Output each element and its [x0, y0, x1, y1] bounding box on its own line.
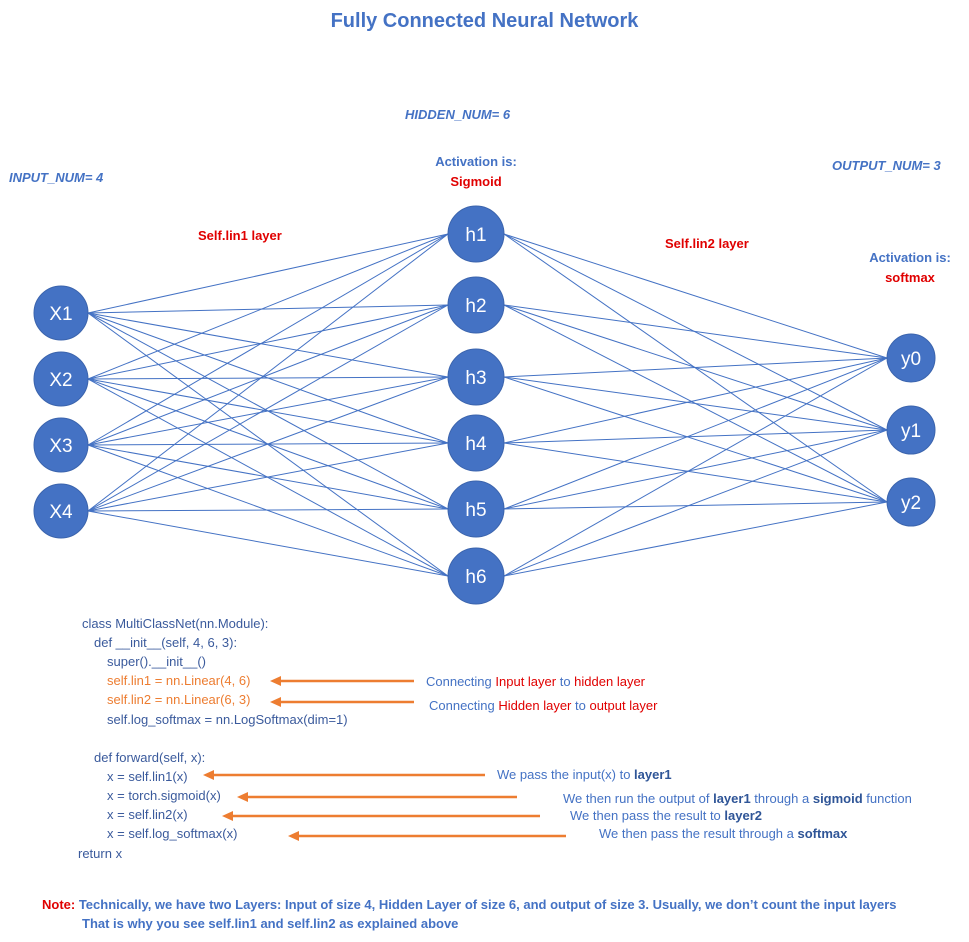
lin2-layer-label: Self.lin2 layer — [665, 236, 749, 251]
hidden-node-h1-label: h1 — [465, 225, 486, 246]
edge-h3-y1 — [503, 376, 888, 431]
hidden-node-h6: h6 — [447, 547, 505, 605]
output-node-y0: y0 — [886, 333, 936, 383]
edge-X4-h3 — [87, 376, 449, 512]
input-node-x3-label: X3 — [49, 436, 72, 457]
edge-X4-h2 — [87, 304, 449, 512]
hidden-node-h5: h5 — [447, 480, 505, 538]
edge-X1-h3 — [87, 312, 449, 378]
edge-X2-h2 — [87, 304, 449, 380]
input-node-x4-label: X4 — [49, 502, 73, 523]
code-line-forward: def forward(self, x): — [94, 750, 206, 765]
edge-X2-h1 — [87, 233, 449, 380]
hidden-node-h3-label: h3 — [465, 368, 486, 389]
output-num-label: OUTPUT_NUM= 3 — [832, 158, 941, 173]
input-num-label: INPUT_NUM= 4 — [9, 170, 104, 185]
edge-h3-y0 — [503, 357, 888, 378]
hidden-node-h4-label: h4 — [465, 434, 487, 455]
edge-X4-h4 — [87, 442, 449, 512]
edge-X4-h1 — [87, 233, 449, 512]
edge-h6-y0 — [503, 357, 888, 577]
code-line-lin2: self.lin2 = nn.Linear(6, 3) — [107, 692, 251, 707]
output-activation-label: Activation is: — [869, 250, 951, 265]
explanation-lin1: Connecting Input layer to hidden layer — [426, 674, 645, 689]
code-line-class: class MultiClassNet(nn.Module): — [82, 616, 269, 631]
hidden-node-h2: h2 — [447, 276, 505, 334]
code-line-x-lin2: x = self.lin2(x) — [107, 807, 188, 822]
input-node-x4: X4 — [33, 483, 89, 539]
arrow-forward-lin1 — [203, 770, 485, 780]
output-node-y2: y2 — [886, 477, 936, 527]
edge-h5-y1 — [503, 429, 888, 510]
edge-X2-h3 — [87, 376, 449, 380]
page-title: Fully Connected Neural Network — [330, 10, 639, 32]
input-node-x2: X2 — [33, 351, 89, 407]
edge-X4-h6 — [87, 510, 449, 577]
hidden-activation-value: Sigmoid — [450, 174, 502, 189]
arrow-lin2 — [270, 697, 414, 707]
edge-h3-y2 — [503, 376, 888, 503]
hidden-node-h3: h3 — [447, 348, 505, 406]
edge-X3-h2 — [87, 304, 449, 446]
code-line-x-log-softmax: x = self.log_softmax(x) — [107, 826, 238, 841]
code-line-x-sigmoid: x = torch.sigmoid(x) — [107, 788, 221, 803]
code-line-return: return x — [78, 846, 123, 861]
input-node-x1-label: X1 — [49, 304, 72, 325]
edge-h6-y2 — [503, 501, 888, 577]
hidden-node-h1: h1 — [447, 205, 505, 263]
output-node-y1: y1 — [886, 405, 936, 455]
output-node-y1-label: y1 — [901, 421, 921, 442]
edge-h2-y0 — [503, 304, 888, 359]
edge-h5-y2 — [503, 501, 888, 510]
hidden-activation-label: Activation is: — [435, 154, 517, 169]
arrow-lin1 — [270, 676, 414, 686]
code-line-lin1: self.lin1 = nn.Linear(4, 6) — [107, 673, 251, 688]
output-node-y0-label: y0 — [901, 349, 921, 370]
note-line-2: That is why you see self.lin1 and self.l… — [82, 916, 459, 931]
explanation-lin2: Connecting Hidden layer to output layer — [429, 698, 658, 713]
edge-X3-h1 — [87, 233, 449, 446]
code-line-super: super().__init__() — [107, 654, 206, 669]
edge-h6-y1 — [503, 429, 888, 577]
arrow-sigmoid — [237, 792, 517, 802]
edge-X3-h3 — [87, 376, 449, 446]
explanation-sigmoid: We then run the output of layer1 through… — [563, 791, 912, 806]
code-line-log-softmax: self.log_softmax = nn.LogSoftmax(dim=1) — [107, 712, 348, 727]
arrow-softmax — [288, 831, 566, 841]
edge-h4-y1 — [503, 429, 888, 444]
explanation-forward-lin2: We then pass the result to layer2 — [570, 808, 762, 823]
edge-h5-y0 — [503, 357, 888, 510]
edge-h1-y0 — [503, 233, 888, 359]
edge-h4-y0 — [503, 357, 888, 444]
hidden-node-h5-label: h5 — [465, 500, 486, 521]
arrow-forward-lin2 — [222, 811, 540, 821]
lin1-layer-label: Self.lin1 layer — [198, 228, 282, 243]
output-activation-value: softmax — [885, 270, 935, 285]
explanation-forward-lin1: We pass the input(x) to layer1 — [497, 767, 672, 782]
edge-X1-h1 — [87, 233, 449, 314]
note-line-1: Note: Technically, we have two Layers: I… — [42, 897, 897, 912]
hidden-num-label: HIDDEN_NUM= 6 — [405, 107, 511, 122]
hidden-node-h2-label: h2 — [465, 296, 486, 317]
input-node-x2-label: X2 — [49, 370, 72, 391]
input-node-x3: X3 — [33, 417, 89, 473]
code-line-init: def __init__(self, 4, 6, 3): — [94, 635, 238, 650]
network-edges — [87, 233, 888, 577]
output-node-y2-label: y2 — [901, 493, 921, 514]
hidden-node-h6-label: h6 — [465, 567, 486, 588]
edge-X4-h5 — [87, 508, 449, 512]
hidden-node-h4: h4 — [447, 414, 505, 472]
code-arrows — [203, 676, 566, 841]
input-node-x1: X1 — [33, 285, 89, 341]
edge-X1-h2 — [87, 304, 449, 314]
explanation-softmax: We then pass the result through a softma… — [599, 826, 848, 841]
edge-h4-y2 — [503, 442, 888, 503]
code-line-x-lin1: x = self.lin1(x) — [107, 769, 188, 784]
